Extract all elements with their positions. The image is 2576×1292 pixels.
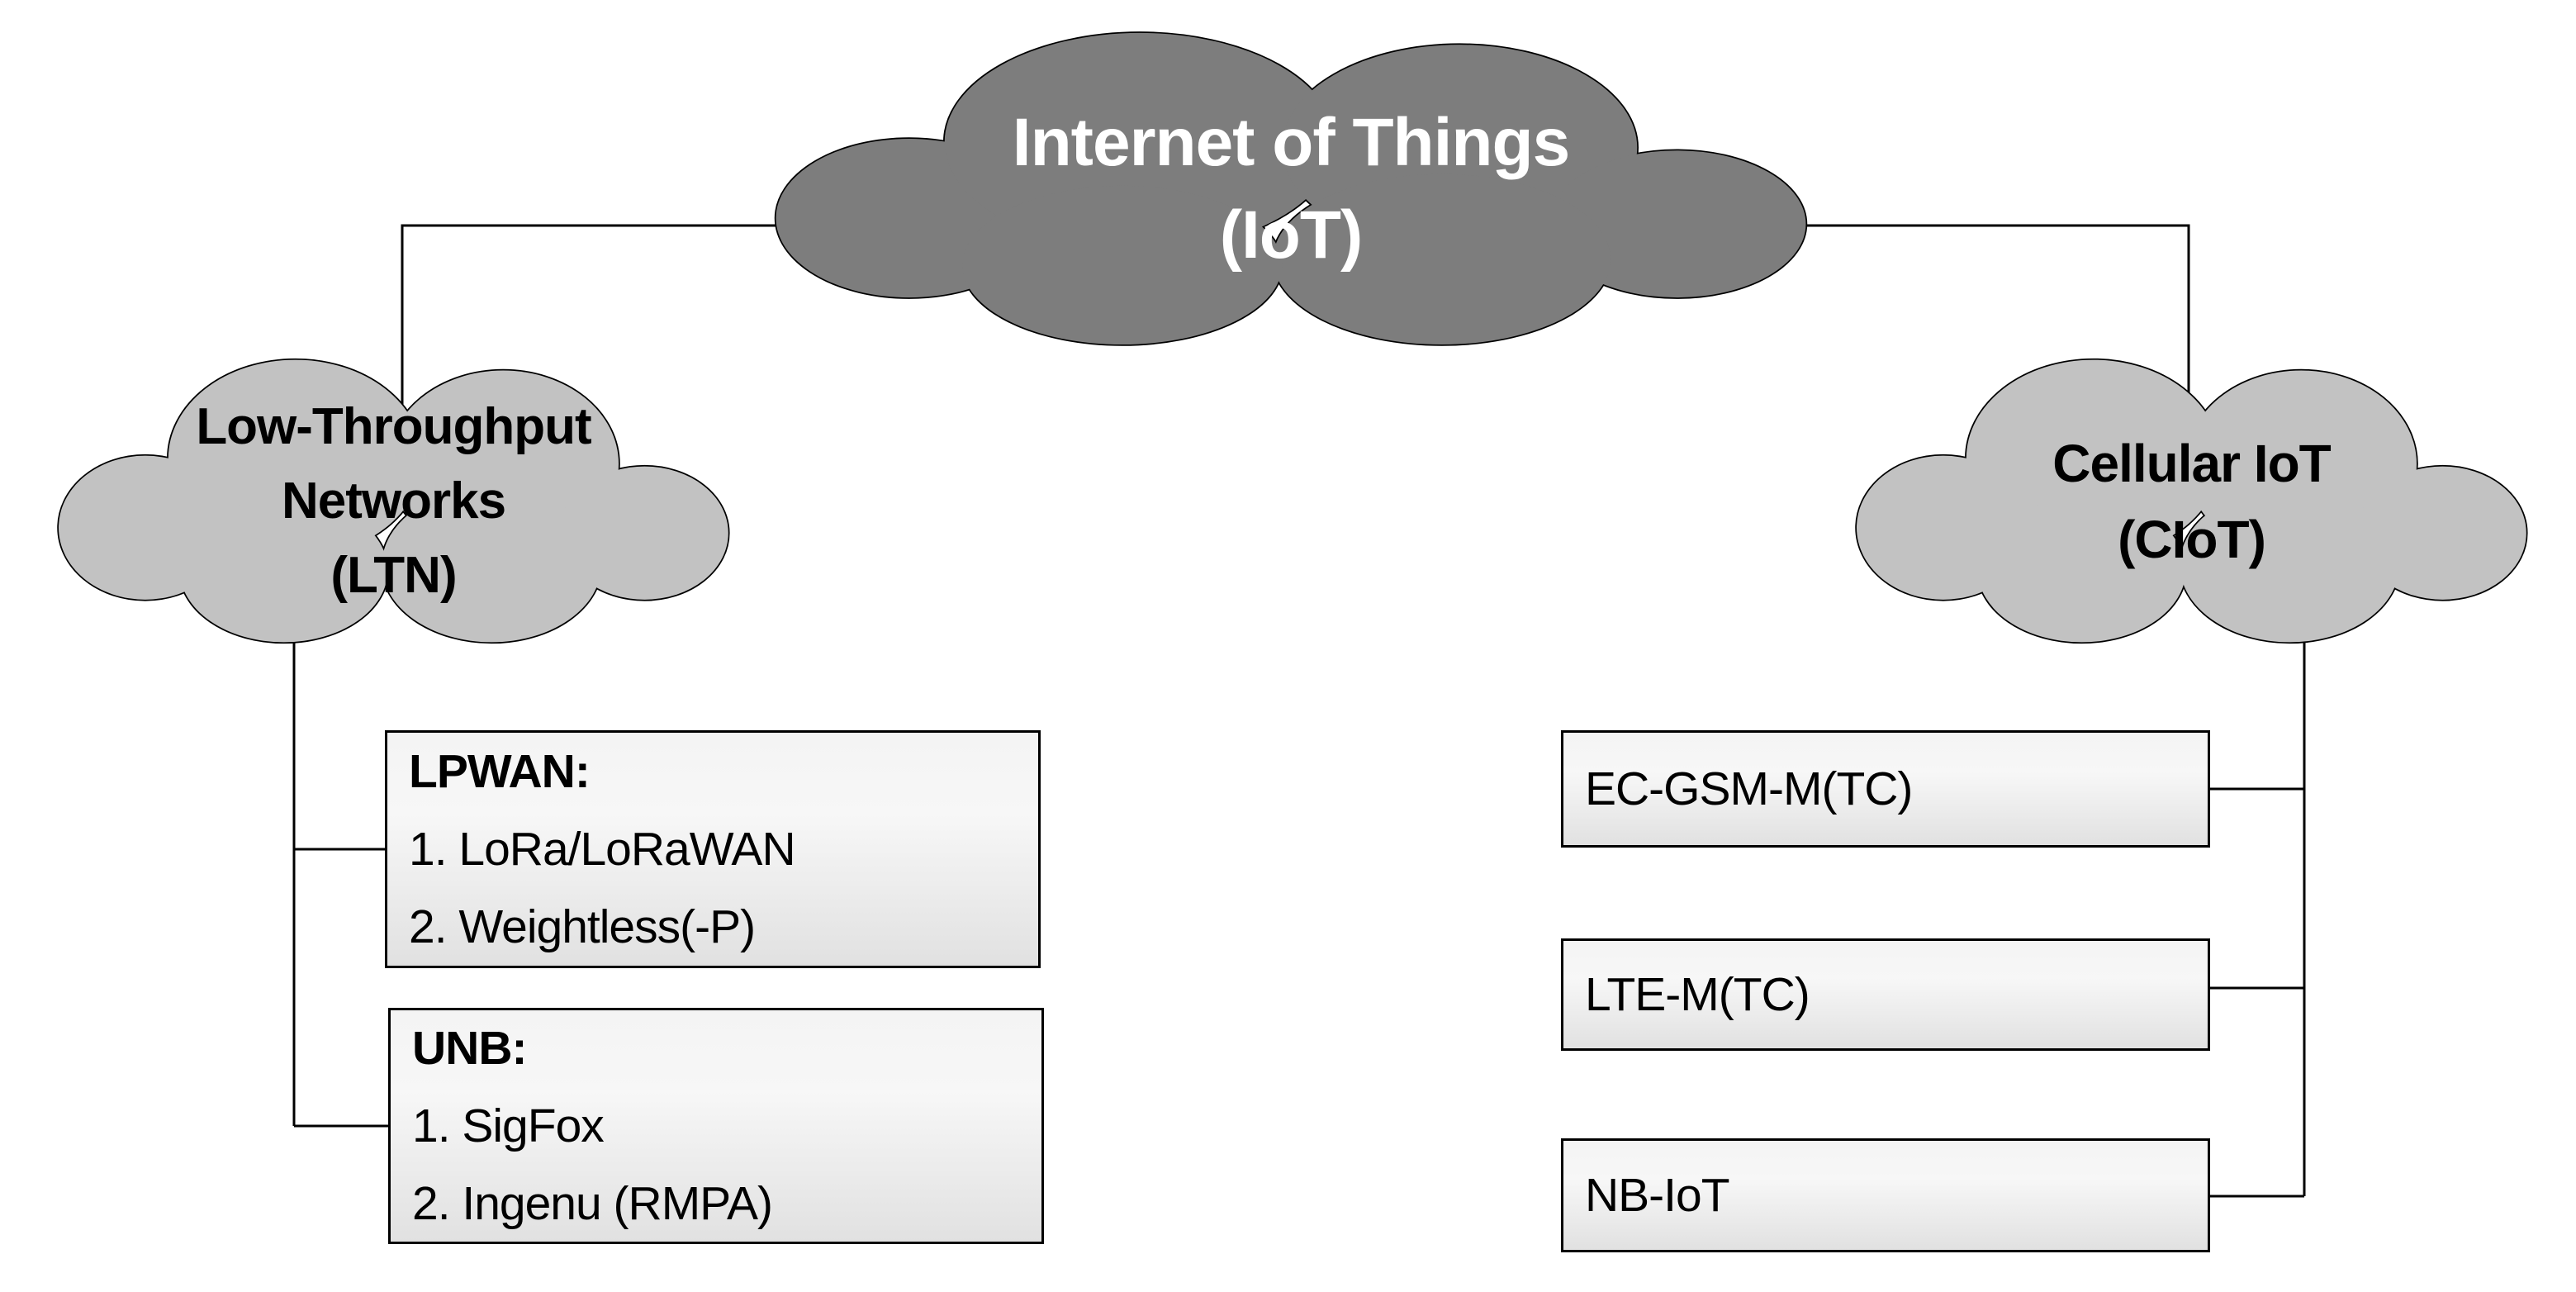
ec-gsm-box-label: EC-GSM-M(TC) — [1585, 762, 1913, 815]
lpwan-box-title: LPWAN: — [409, 745, 591, 798]
ciot-cloud — [1857, 360, 2526, 643]
connector-root-to-ltn — [401, 224, 793, 453]
lte-m-box: LTE-M(TC) — [1561, 938, 2210, 1051]
lpwan-box-item: 2. Weightless(-P) — [409, 900, 756, 953]
ec-gsm-box: EC-GSM-M(TC) — [1561, 730, 2210, 848]
lte-m-box-label: LTE-M(TC) — [1585, 968, 1810, 1021]
root-cloud — [776, 33, 1806, 344]
lpwan-box: LPWAN: 1. LoRa/LoRaWAN 2. Weightless(-P) — [385, 730, 1041, 968]
nb-iot-box: NB-IoT — [1561, 1138, 2210, 1252]
connector-root-to-ciot — [1784, 224, 2190, 453]
unb-box-item: 2. Ingenu (RMPA) — [412, 1177, 773, 1230]
unb-box-item: 1. SigFox — [412, 1100, 605, 1152]
unb-box-title: UNB: — [412, 1022, 527, 1075]
lpwan-box-item: 1. LoRa/LoRaWAN — [409, 823, 796, 876]
ltn-cloud — [59, 360, 728, 643]
unb-box: UNB: 1. SigFox 2. Ingenu (RMPA) — [388, 1008, 1044, 1244]
nb-iot-box-label: NB-IoT — [1585, 1169, 1730, 1222]
